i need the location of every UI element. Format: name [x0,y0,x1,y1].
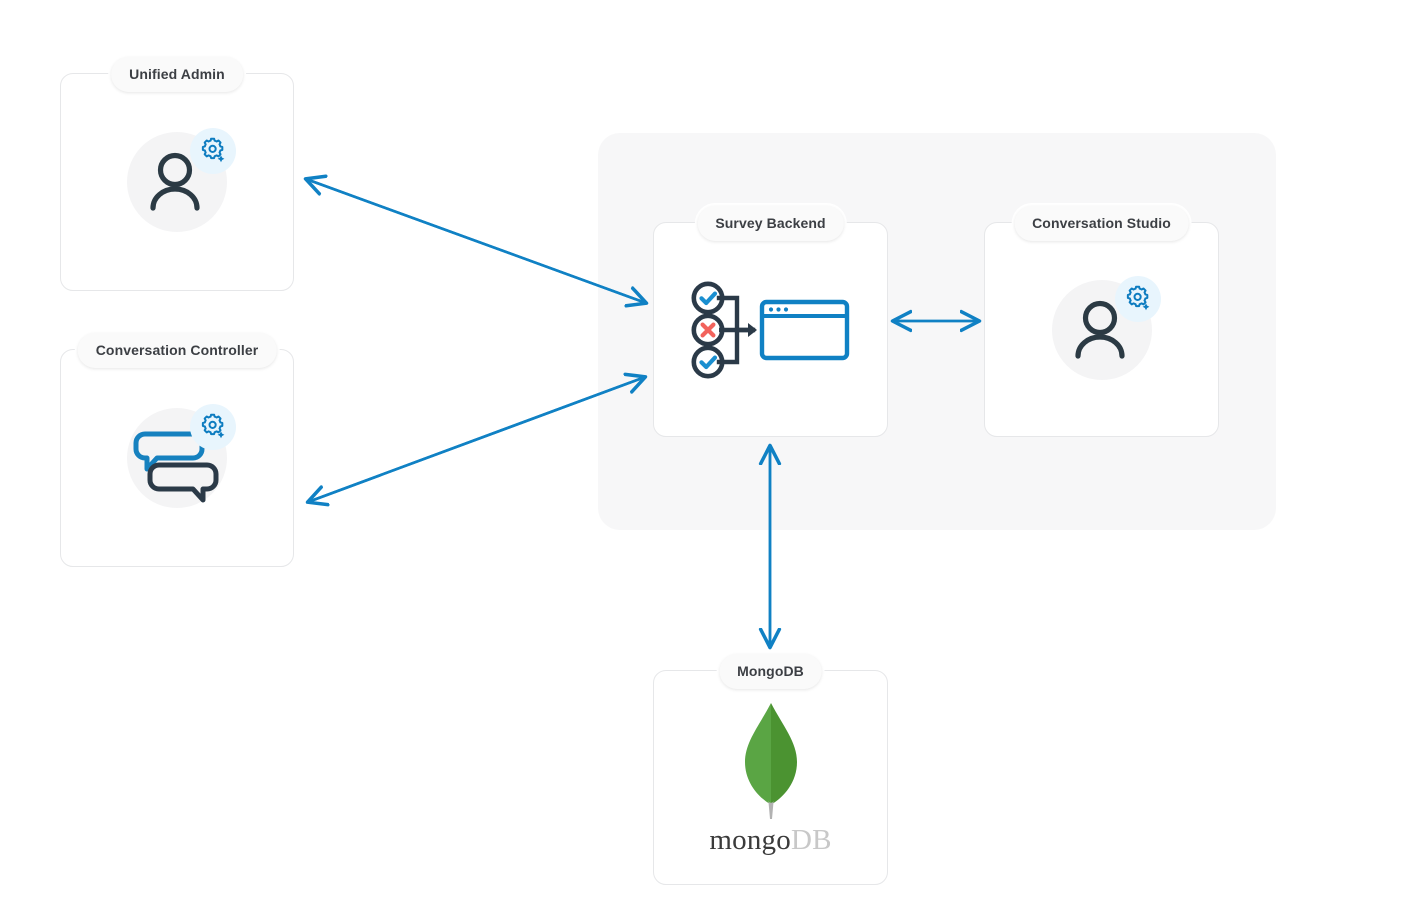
node-label-conversation-controller: Conversation Controller [77,333,277,368]
gear-sparkle-badge [1114,275,1161,322]
node-body-survey-backend [654,223,887,436]
validation-workflow-icon [691,281,849,379]
node-label-mongodb: MongoDB [719,654,822,689]
mongodb-wordmark-mongo: mongo [709,824,791,856]
connector-admin-to-backend [304,177,646,303]
mongodb-leaf-icon [744,703,797,819]
gear-sparkle-icon [1126,285,1149,310]
connector-controller-to-backend-reverse-head [308,375,647,502]
node-label-conversation-studio: Conversation Studio [1014,206,1189,241]
node-body-mongodb: mongoDB [654,671,887,884]
node-body-conversation-controller [61,350,293,566]
user-gear-icon [1051,275,1161,380]
mongodb-wordmark: mongoDB [709,826,831,855]
chat-bubbles-gear-icon [127,404,236,508]
gear-sparkle-badge [190,128,236,174]
user-icon [150,152,200,211]
node-survey-backend[interactable]: Survey Backend [653,206,888,437]
node-body-conversation-studio [985,223,1218,436]
node-unified-admin[interactable]: Unified Admin [60,57,294,291]
user-gear-icon [127,128,236,232]
gear-sparkle-badge [190,404,236,450]
user-icon [1074,300,1125,359]
node-conversation-studio[interactable]: Conversation Studio [984,206,1219,437]
node-label-unified-admin: Unified Admin [111,57,243,92]
mongodb-leaf-logo: mongoDB [709,700,831,855]
node-mongodb[interactable]: MongoDB mongoDB [653,654,888,885]
connector-controller-to-backend [306,377,645,504]
gear-sparkle-icon [201,137,225,163]
mongodb-wordmark-db: DB [790,824,832,856]
node-label-survey-backend: Survey Backend [697,206,844,241]
node-body-unified-admin [61,74,293,290]
connector-admin-to-backend-reverse-head [306,179,648,305]
node-conversation-controller[interactable]: Conversation Controller [60,333,294,567]
gear-sparkle-icon [201,413,225,439]
